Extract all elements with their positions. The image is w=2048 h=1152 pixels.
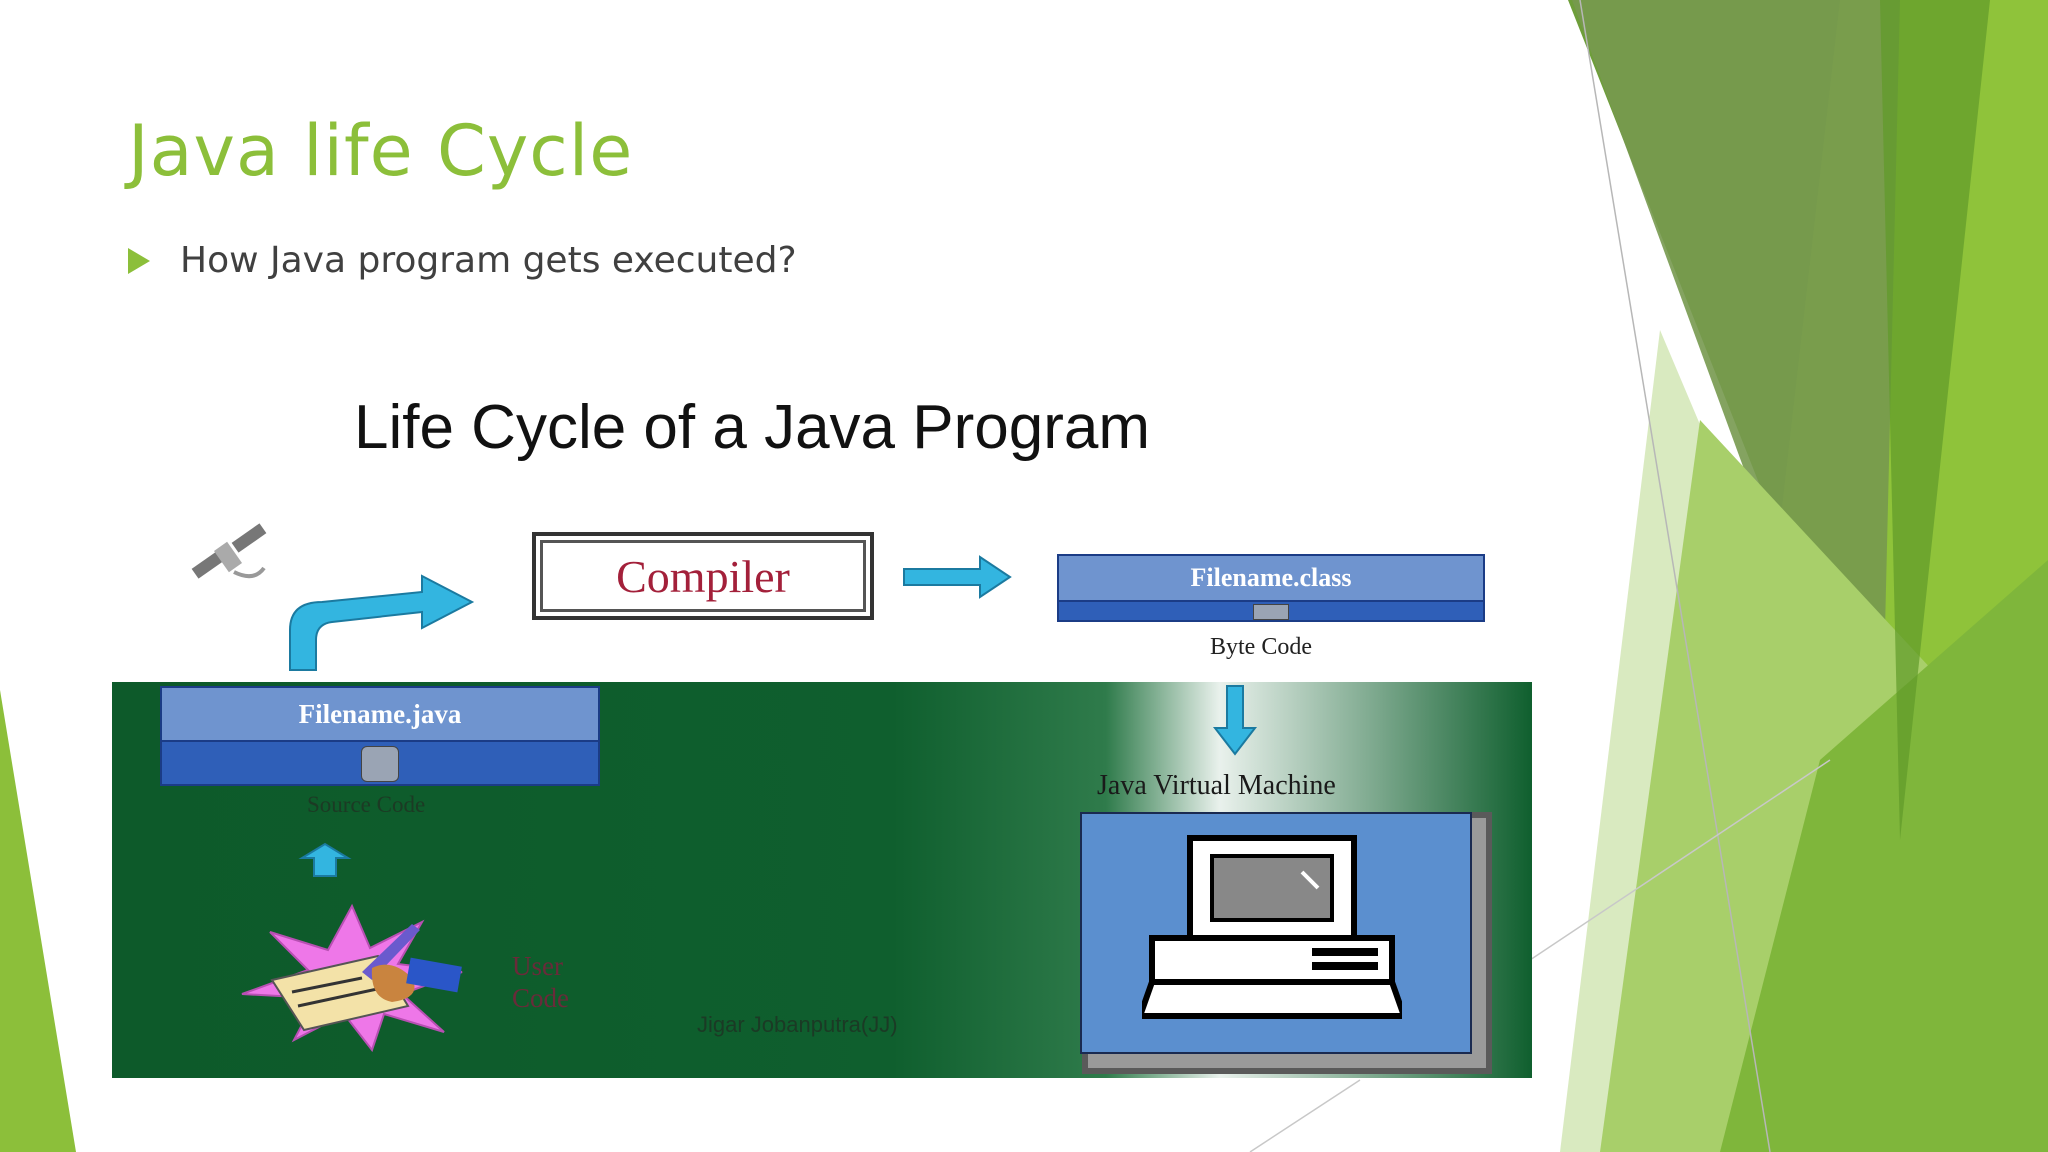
source-code-caption: Source Code: [307, 792, 426, 817]
left-green-facet: [0, 690, 76, 1152]
bullet-item: How Java program gets executed?: [128, 240, 797, 281]
down-arrow-icon: [1212, 685, 1258, 756]
right-arrow-icon: [903, 555, 1012, 599]
compiler-box: Compiler: [532, 532, 874, 620]
class-file-label: Filename.class: [1059, 556, 1483, 602]
java-file-box: Filename.java: [160, 686, 600, 786]
class-file-cylinder-icon: [1253, 604, 1289, 620]
java-lifecycle-diagram: Life Cycle of a Java Program Compiler Fi…: [112, 372, 1532, 1078]
writing-hand-icon: [241, 903, 463, 1052]
up-arrow-icon: [298, 842, 352, 877]
bullet-arrow-icon: [128, 247, 150, 274]
computer-icon: [1142, 835, 1402, 1019]
user-code-caption: User Code: [512, 951, 569, 1013]
right-facet-deep: [1880, 0, 1990, 840]
java-file-label: Filename.java: [162, 688, 598, 742]
diagram-title: Life Cycle of a Java Program: [353, 393, 1150, 462]
thin-line-1: [1579, 0, 1771, 1152]
thin-line-3: [1249, 1079, 1361, 1152]
jvm-screen: [1080, 812, 1472, 1054]
thin-line-2: [1529, 759, 1831, 961]
credit-text: Jigar Jobanputra(JJ): [697, 1012, 898, 1037]
jvm-caption: Java Virtual Machine: [1097, 770, 1336, 801]
bullet-text: How Java program gets executed?: [180, 240, 797, 281]
right-facet-bright: [1720, 560, 2048, 1152]
curved-arrow-icon: [289, 574, 475, 671]
satellite-icon: [191, 523, 267, 579]
byte-code-caption: Byte Code: [1210, 634, 1312, 660]
java-file-cylinder-icon: [361, 746, 399, 782]
class-file-box: Filename.class: [1057, 554, 1485, 622]
slide-title: Java life Cycle: [128, 110, 634, 192]
